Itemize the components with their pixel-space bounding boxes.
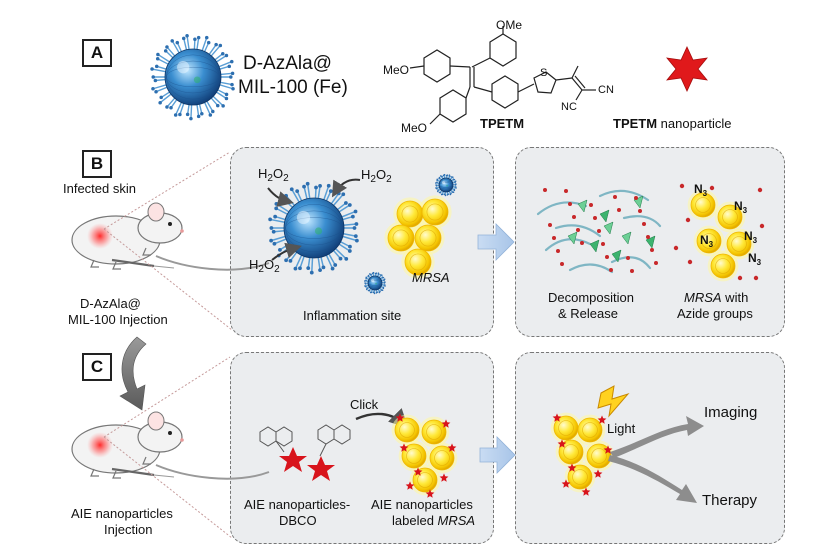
azide-with-text: with: [721, 290, 749, 305]
dbco-label-line1: AIE nanoparticles-: [244, 497, 351, 512]
labeled-label-line1: AIE nanoparticles: [371, 497, 473, 512]
ome-top-label: OMe: [496, 18, 523, 32]
click-label: Click: [350, 397, 379, 412]
azide-label-line1: MRSA with: [684, 290, 748, 305]
panel-arrow-icon: [477, 223, 515, 261]
decomposition-label-line2: & Release: [558, 306, 618, 321]
mof-nanoparticle-icon: [150, 33, 235, 121]
mouse-icon: [71, 411, 270, 480]
zoom-guide-lines: [103, 151, 233, 539]
inflammation-site-label: Inflammation site: [303, 308, 402, 323]
azide-mrsa-italic: MRSA: [684, 290, 722, 305]
light-bolt-icon: [597, 385, 630, 418]
h2o2-label-2: H2O2: [361, 167, 392, 185]
labeled-label-line2: labeled MRSA: [392, 513, 475, 528]
mof-nanoparticle-icon: [268, 181, 359, 275]
thiophene-s-label: S: [540, 67, 548, 79]
decomposition-label-line1: Decomposition: [548, 290, 634, 305]
decomposition-fragments-icon: [536, 188, 662, 274]
labeled-mrsa-italic: MRSA: [437, 513, 476, 528]
svg-text:N3: N3: [748, 251, 762, 267]
tpetm-label: TPETM: [480, 116, 525, 131]
aie-star-icon: [307, 456, 335, 481]
inflammation-site-panel: [230, 147, 494, 337]
imaging-arrow-icon: [610, 416, 704, 458]
injection-label-line2: MIL-100 Injection: [68, 312, 168, 327]
dbco-label-line2: DBCO: [279, 513, 317, 528]
mouse-icon: [71, 202, 270, 271]
nc-bottom-label: NC: [561, 101, 577, 113]
infected-skin-label: Infected skin: [63, 181, 136, 196]
labeled-mrsa-icon: [550, 412, 615, 496]
panel-arrow-icon: [479, 436, 516, 474]
tpetm-nanoparticle-star-icon: [666, 46, 708, 92]
tpetm-nanoparticle-rest: nanoparticle: [657, 116, 732, 131]
section-label-a: A: [82, 39, 112, 67]
svg-text:N3: N3: [734, 199, 748, 215]
tpetm-nanoparticle-label: TPETM nanoparticle: [613, 116, 732, 131]
tpetm-structure-icon: [409, 26, 596, 125]
h2o2-label-1: H2O2: [258, 166, 289, 184]
dbco-molecule-icon: [259, 424, 351, 457]
section-label-c: C: [82, 353, 112, 381]
mof-label-line2: MIL-100 (Fe): [238, 77, 348, 98]
azide-label-line2: Azide groups: [677, 306, 753, 321]
meo-left-label: MeO: [383, 63, 410, 77]
therapy-label: Therapy: [702, 492, 758, 509]
section-label-b: B: [82, 150, 112, 178]
labeled-prefix: labeled: [392, 513, 438, 528]
mof-label-line1: D-AzAla@: [243, 53, 332, 74]
aie-star-icon: [279, 447, 307, 472]
h2o2-label-3: H2O2: [249, 257, 280, 275]
svg-text:N3: N3: [694, 182, 708, 198]
small-mof-particle-icons: [363, 173, 457, 295]
svg-text:N3: N3: [744, 229, 758, 245]
cn-right-label: CN: [598, 84, 614, 96]
mrsa-label: MRSA: [412, 270, 450, 285]
mrsa-bacteria-icon: [384, 195, 452, 279]
injection-label-line1: D-AzAla@: [80, 296, 141, 311]
light-label: Light: [607, 421, 636, 436]
imaging-label: Imaging: [704, 404, 758, 421]
aie-injection-label-line1: AIE nanoparticles: [71, 506, 173, 521]
h2o2-curved-arrows: [267, 178, 361, 261]
meo-bottom-label: MeO: [401, 121, 428, 135]
labeled-mrsa-icon: [391, 413, 458, 498]
tpetm-nanoparticle-bold: TPETM: [613, 116, 658, 131]
therapy-arrow-icon: [608, 455, 697, 503]
aie-injection-label-line2: Injection: [104, 522, 153, 537]
transition-arrow-icon: [119, 336, 147, 411]
